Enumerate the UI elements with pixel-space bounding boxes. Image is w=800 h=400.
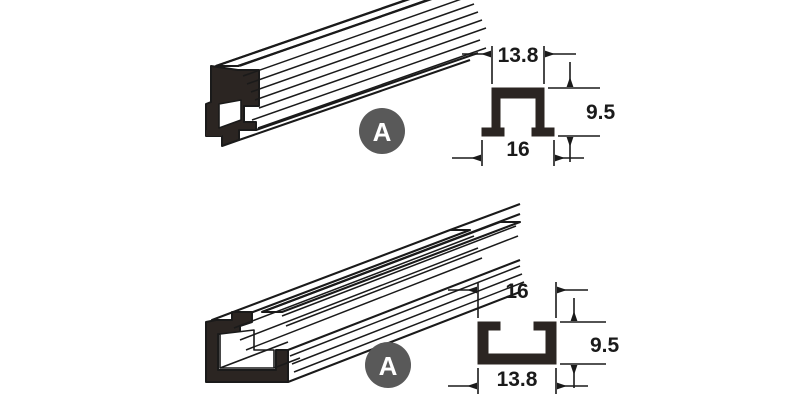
cross-section-channel	[477, 321, 557, 365]
dimension-label-top-width: 16	[505, 280, 528, 303]
badge-label: A	[373, 117, 392, 147]
dimension-label-top-width: 13.8	[498, 44, 539, 67]
dimension-top-width	[448, 282, 588, 318]
isometric-extrusion-channel	[205, 203, 525, 383]
cross-section-cap	[481, 87, 555, 137]
badge-circle	[365, 342, 411, 388]
dimension-height	[560, 298, 606, 388]
badge-label: A	[379, 351, 398, 381]
dimension-label-height: 9.5	[590, 334, 620, 357]
dimension-top-width	[462, 46, 576, 84]
dimension-base-width	[448, 368, 588, 394]
figure-cap-profile: A 13.8 9.5	[205, 0, 616, 166]
dimension-label-height: 9.5	[586, 101, 616, 124]
badge-circle	[359, 108, 405, 154]
callout-badge-a-bottom: A	[365, 342, 411, 388]
isometric-extrusion-cap	[205, 0, 487, 147]
dimension-label-base-width: 16	[506, 138, 529, 161]
callout-badge-a-top: A	[359, 108, 405, 154]
dimension-base-width	[452, 140, 584, 166]
dimension-label-base-width: 13.8	[497, 368, 538, 391]
figure-channel-profile: A 16 9.5	[0, 200, 800, 400]
